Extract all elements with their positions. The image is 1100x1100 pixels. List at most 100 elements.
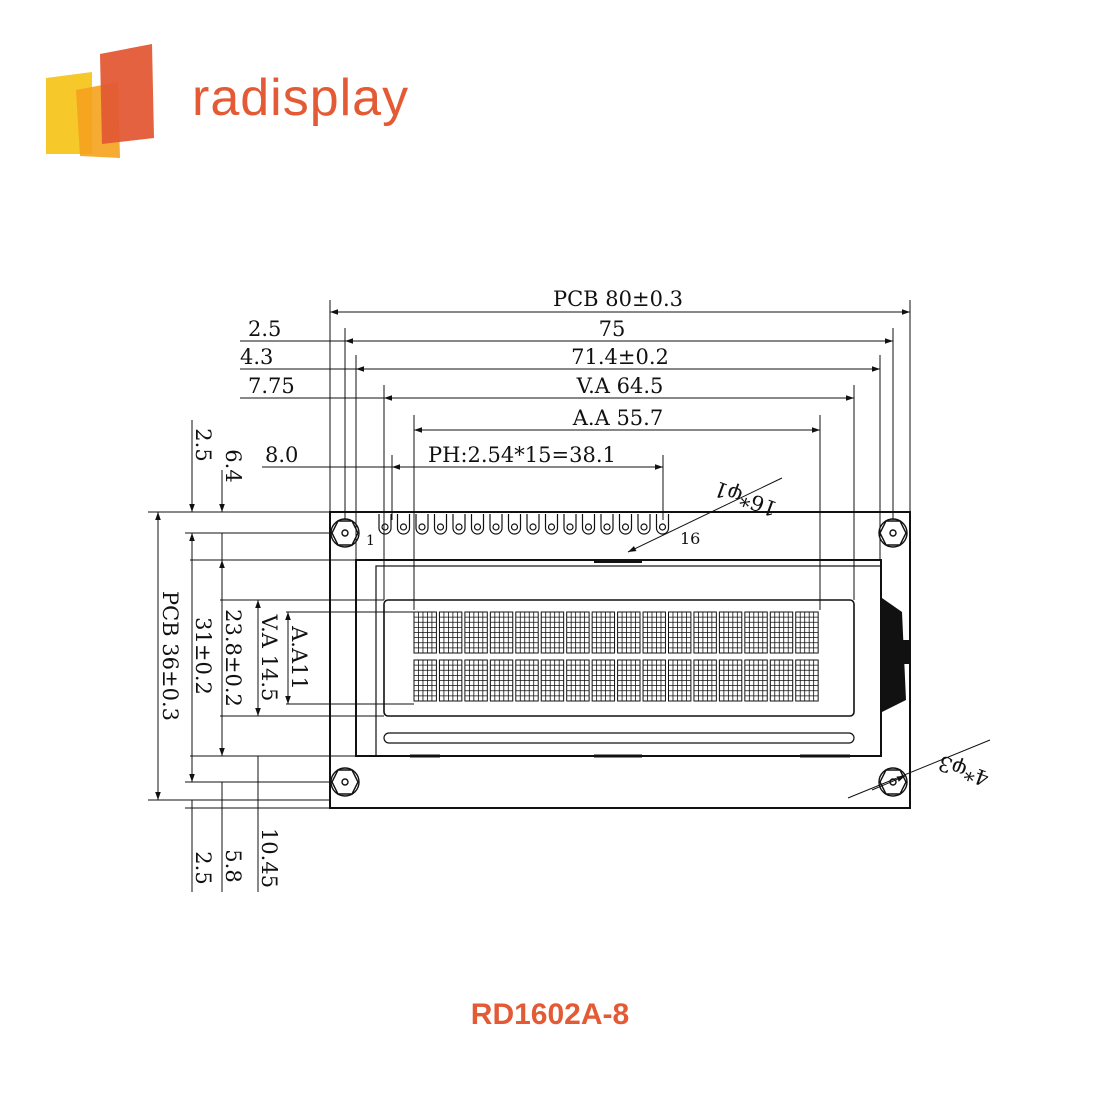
char-cell	[515, 659, 539, 702]
pin-hole	[547, 523, 556, 531]
pin-header	[378, 514, 670, 535]
bezel-outline	[355, 559, 882, 757]
dim-hole-span: 75	[599, 317, 626, 341]
char-cell	[591, 659, 616, 702]
char-cell	[795, 659, 819, 702]
dim-view-area-width: V.A 64.5	[576, 374, 664, 398]
char-cell	[464, 611, 488, 654]
pin-hole	[436, 523, 445, 531]
dim-bezel-height: 31±0.2	[191, 617, 215, 695]
model-number: RD1602A-8	[470, 998, 630, 1031]
char-cell	[718, 659, 743, 702]
char-cell	[566, 659, 590, 702]
pin-hole	[621, 523, 630, 531]
pin-hole	[529, 523, 537, 531]
pin-pad	[433, 514, 448, 535]
pin-pad	[378, 514, 392, 535]
pin-label-first: 1	[366, 533, 375, 549]
viewing-area	[383, 599, 855, 717]
dim-view-area-height: V.A 14.5	[257, 614, 281, 702]
char-cell	[591, 611, 616, 654]
dim-top-2-5: 2.5	[191, 428, 215, 461]
char-cell	[413, 611, 437, 654]
pin-label-last: 16	[680, 529, 700, 548]
dim-bottom-2-5: 2.5	[191, 851, 215, 884]
character-cells	[413, 611, 819, 702]
pin-hole	[603, 523, 611, 531]
pin-pad	[544, 514, 559, 535]
dim-pin-pitch: PH:2.54*15=38.1	[428, 443, 616, 467]
char-cell	[642, 611, 666, 654]
pin-hole	[399, 523, 408, 531]
pin-hole	[566, 523, 574, 531]
char-cell	[718, 611, 743, 654]
char-cell	[438, 611, 463, 654]
logo-mark-icon	[46, 44, 154, 158]
char-cell	[744, 611, 768, 654]
light-guide-bar	[383, 732, 855, 744]
backlight-connector	[882, 598, 906, 712]
char-cell	[617, 611, 641, 654]
pin-hole	[381, 523, 389, 531]
dim-top-6-4: 6.4	[221, 449, 245, 482]
char-cell	[540, 659, 565, 702]
dim-left-8-0: 8.0	[265, 443, 298, 467]
pin-pad	[396, 514, 411, 535]
char-cell	[744, 659, 768, 702]
pin-pad	[470, 514, 485, 535]
pin-pad	[600, 514, 614, 535]
char-cell	[489, 659, 514, 702]
dim-active-area-width: A.A 55.7	[572, 406, 663, 430]
dim-left-7-75: 7.75	[248, 374, 295, 398]
char-cell	[642, 659, 666, 702]
pin-hole	[492, 523, 500, 531]
char-cell	[693, 611, 717, 654]
dim-active-area-height: A.A11	[287, 625, 311, 690]
char-cell	[515, 611, 539, 654]
pin-hole	[584, 523, 593, 531]
pin-hole	[640, 523, 648, 531]
dim-view-area-height-outer: 23.8±0.2	[221, 609, 245, 707]
char-cell	[413, 659, 437, 702]
char-cell	[464, 659, 488, 702]
pin-hole	[455, 523, 463, 531]
pin-hole	[418, 523, 426, 531]
mount-holes	[330, 518, 908, 797]
pin-pad	[563, 514, 577, 535]
char-cell	[668, 611, 692, 654]
dim-bottom-10-45: 10.45	[257, 828, 281, 888]
dim-bottom-5-8: 5.8	[221, 849, 245, 882]
brand-logo	[40, 40, 520, 160]
callout-mount-holes: 4*φ3	[935, 750, 992, 790]
char-cell	[540, 611, 565, 654]
pin-pad	[655, 514, 670, 535]
dim-left-4-3: 4.3	[240, 345, 273, 369]
char-cell	[795, 611, 819, 654]
pin-pad	[489, 514, 503, 535]
pin-pad	[415, 514, 429, 535]
bezel-inner	[375, 565, 882, 757]
pin-pad	[581, 514, 596, 535]
dim-pcb-height: PCB 36±0.3	[158, 591, 182, 721]
pin-pad	[452, 514, 466, 535]
callout-pin-holes: 16*φ1	[711, 476, 781, 521]
dim-left-2-5: 2.5	[248, 317, 281, 341]
char-cell	[566, 611, 590, 654]
dim-pcb-width: PCB 80±0.3	[553, 287, 683, 311]
pin-pad	[637, 514, 651, 535]
pin-pad	[526, 514, 540, 535]
pin-pad	[507, 514, 522, 535]
char-cell	[769, 659, 794, 702]
char-cell	[693, 659, 717, 702]
char-cell	[668, 659, 692, 702]
pin-hole	[510, 523, 519, 531]
char-cell	[617, 659, 641, 702]
dim-bezel-width: 71.4±0.2	[571, 345, 669, 369]
pin-pad	[618, 514, 633, 535]
char-cell	[438, 659, 463, 702]
char-cell	[489, 611, 514, 654]
pin-hole	[473, 523, 482, 531]
brand-name: radisplay	[192, 69, 410, 127]
